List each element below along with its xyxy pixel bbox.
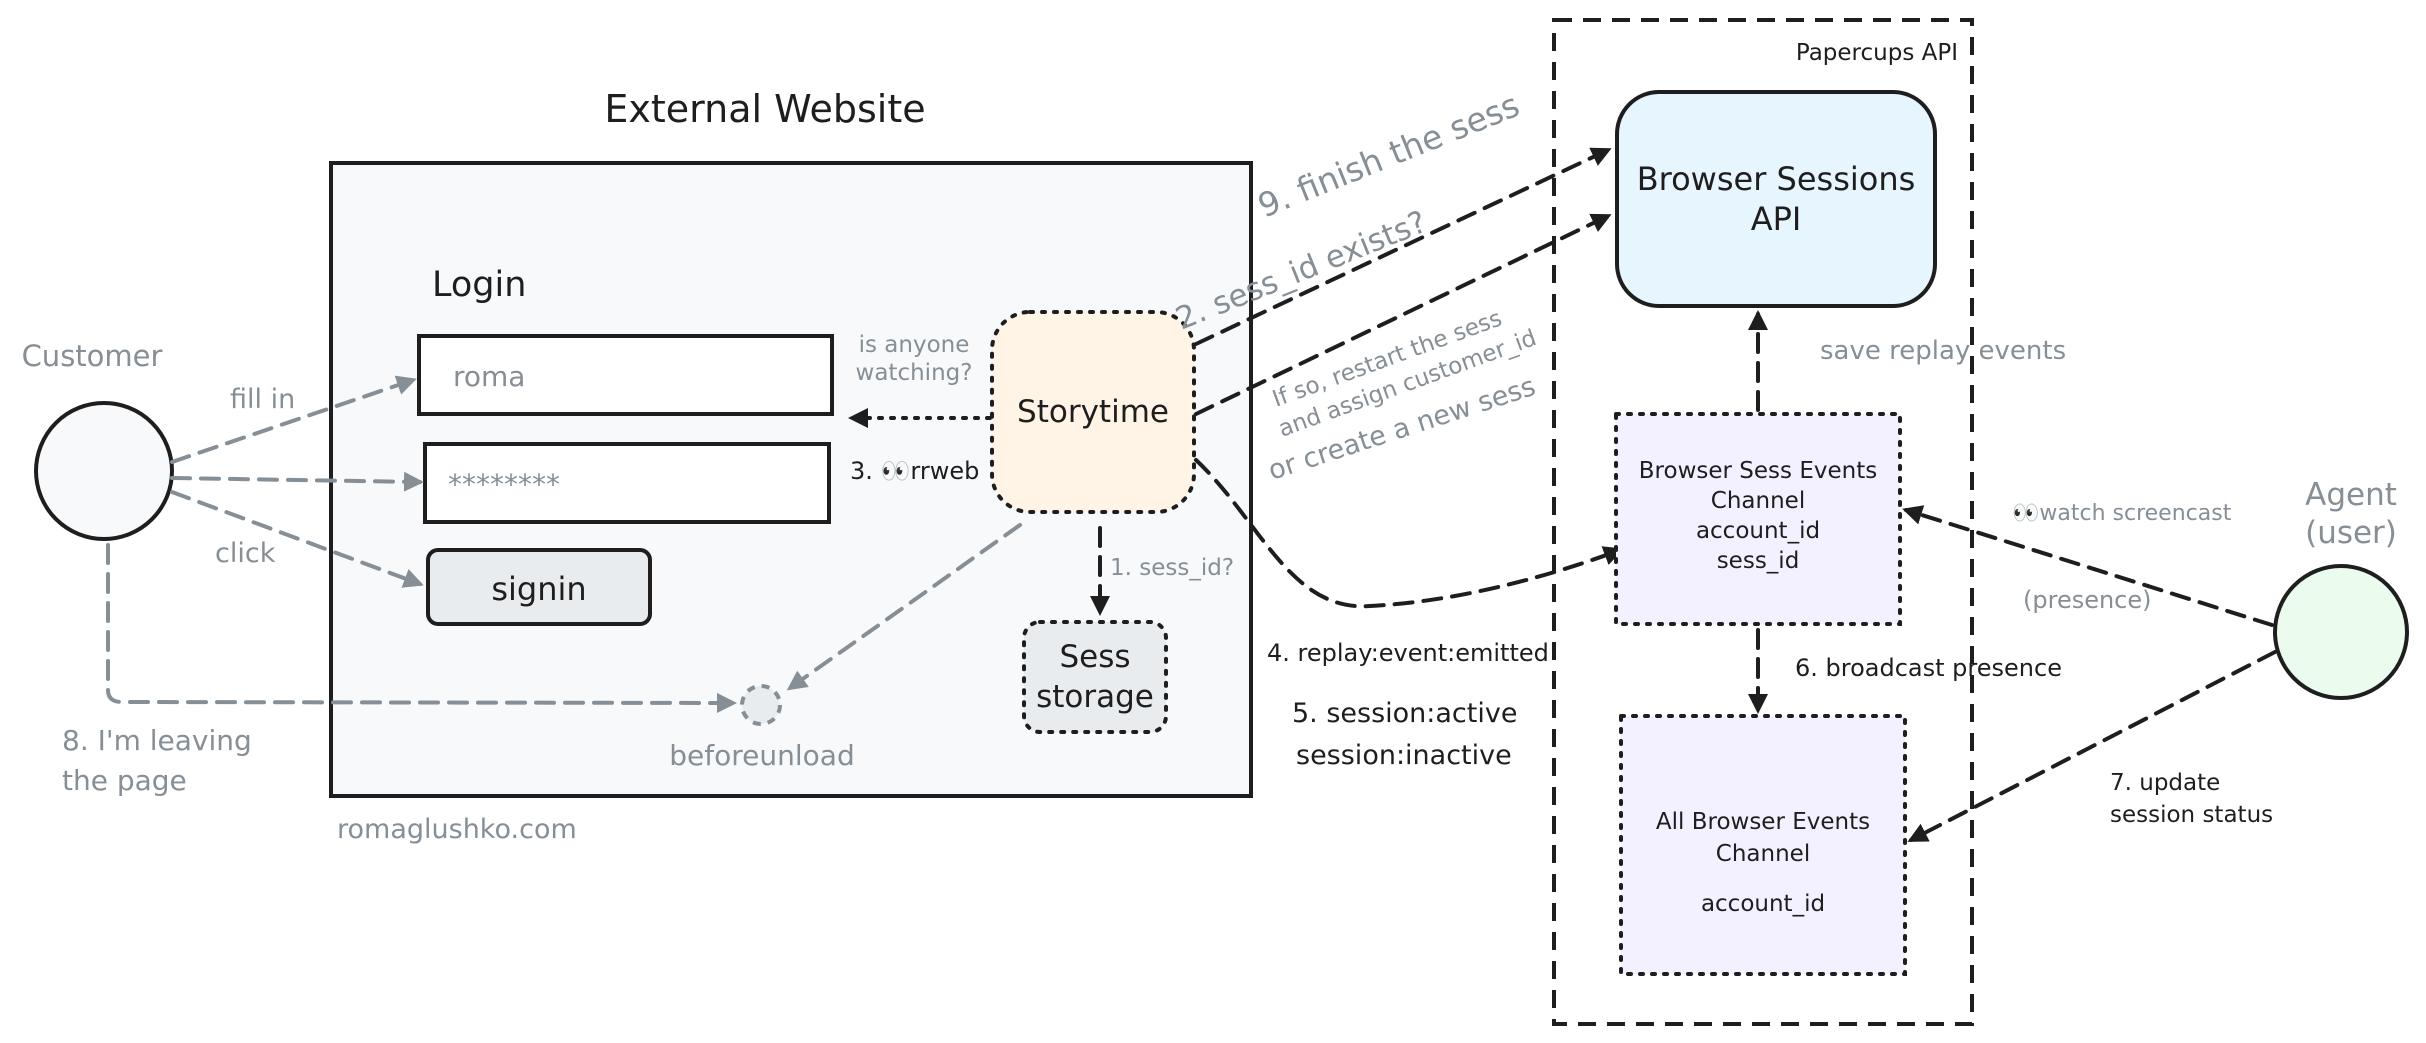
all-channel-line2: Channel bbox=[1716, 841, 1810, 867]
session-inactive-label: session:inactive bbox=[1296, 740, 1512, 771]
sess-id-query-label: 1. sess_id? bbox=[1110, 555, 1234, 581]
browser-sessions-api-line1: Browser Sessions bbox=[1637, 160, 1916, 198]
replay-emitted-label: 4. replay:event:emitted bbox=[1267, 639, 1549, 667]
papercups-api-label: Papercups API bbox=[1796, 40, 1958, 66]
beforeunload-node bbox=[740, 684, 782, 726]
all-channel-line1: All Browser Events bbox=[1656, 809, 1870, 835]
watch-screencast-label: 👀watch screencast bbox=[2012, 501, 2232, 526]
sess-channel-line1: Browser Sess Events bbox=[1639, 458, 1877, 484]
edge-fill-in-username bbox=[170, 375, 417, 464]
edge-replay-emitted bbox=[1194, 458, 1624, 609]
browser-sessions-api-line2: API bbox=[1751, 200, 1802, 238]
finish-sess-label: 9. finish the sess bbox=[1252, 85, 1524, 225]
signin-button[interactable]: signin bbox=[426, 548, 652, 626]
password-value: ******** bbox=[448, 468, 560, 501]
sess-channel-line2: Channel bbox=[1711, 488, 1805, 514]
sess-channel-line3: account_id bbox=[1696, 518, 1820, 544]
sess-storage-line1: Sess bbox=[1059, 639, 1130, 675]
session-active-label: 5. session:active bbox=[1292, 698, 1517, 729]
edge-sess-id-exists bbox=[1194, 213, 1612, 416]
anyone-watching-line1: is anyone bbox=[859, 332, 970, 358]
customer-node bbox=[34, 401, 174, 541]
sess-channel-line4: sess_id bbox=[1717, 548, 1800, 574]
username-field[interactable]: roma bbox=[417, 334, 834, 416]
broadcast-presence-label: 6. broadcast presence bbox=[1795, 654, 2062, 682]
update-status-line2: session status bbox=[2110, 802, 2273, 828]
browser-sessions-api-node bbox=[1615, 90, 1937, 308]
edge-fill-in-password bbox=[170, 471, 424, 492]
sess-storage-node bbox=[1022, 620, 1168, 734]
signin-label: signin bbox=[491, 570, 586, 608]
agent-node bbox=[2273, 564, 2409, 700]
click-label: click bbox=[215, 538, 276, 569]
rrweb-label: 3. 👀rrweb bbox=[850, 457, 979, 485]
all-channel-line3: account_id bbox=[1701, 891, 1825, 917]
agent-label-line1: Agent bbox=[2305, 477, 2397, 513]
login-heading: Login bbox=[432, 265, 526, 305]
storytime-node bbox=[990, 310, 1196, 514]
leaving-label-line2: the page bbox=[62, 764, 187, 797]
update-status-line1: 7. update bbox=[2110, 770, 2220, 796]
website-title: External Website bbox=[604, 87, 925, 131]
save-replay-label: save replay events bbox=[1820, 336, 2066, 366]
browser-sess-events-channel bbox=[1614, 412, 1902, 626]
papercups-api-boundary bbox=[1552, 18, 1974, 1026]
website-domain: romaglushko.com bbox=[337, 814, 577, 845]
customer-label: Customer bbox=[22, 339, 163, 373]
presence-label: (presence) bbox=[2023, 586, 2152, 614]
storytime-label: Storytime bbox=[1017, 394, 1169, 430]
edge-update-status bbox=[1907, 650, 2277, 842]
edge-click-signin bbox=[170, 490, 424, 588]
edge-storytime-beforeunload bbox=[786, 523, 1022, 691]
edge-leaving-page bbox=[106, 543, 737, 713]
password-field[interactable]: ******** bbox=[423, 442, 831, 524]
fill-in-label: fill in bbox=[230, 384, 295, 415]
edge-watch-screencast bbox=[1902, 505, 2274, 627]
username-value: roma bbox=[453, 360, 525, 393]
beforeunload-label: beforeunload bbox=[669, 739, 854, 772]
anyone-watching-line2: watching? bbox=[856, 360, 973, 386]
sess-storage-line2: storage bbox=[1036, 679, 1154, 715]
edge-finish-sess bbox=[1194, 147, 1612, 346]
all-browser-events-channel bbox=[1619, 714, 1907, 976]
agent-label-line2: (user) bbox=[2305, 515, 2397, 551]
leaving-label-line1: 8. I'm leaving bbox=[62, 724, 252, 757]
